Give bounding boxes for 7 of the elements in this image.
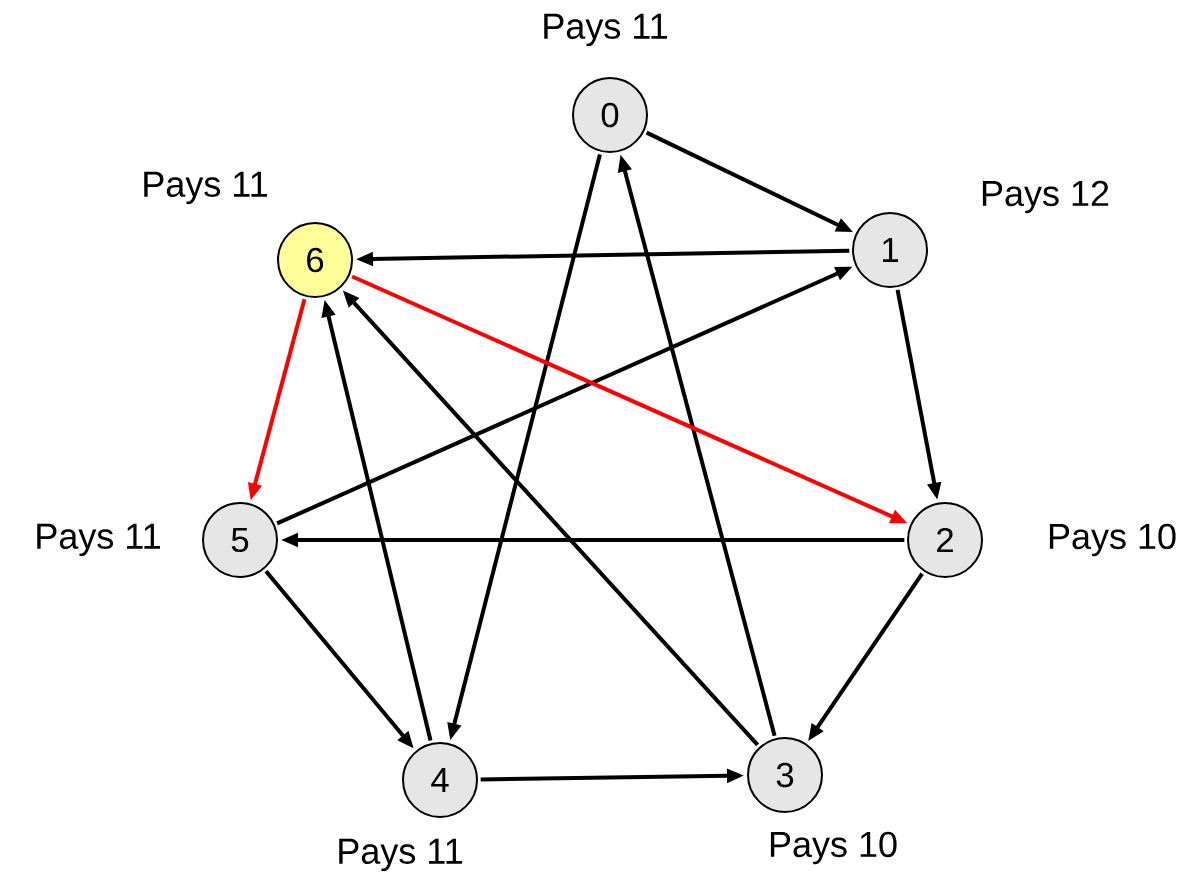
node-label: Pays 10 bbox=[770, 831, 897, 865]
node-label: Pays 11 bbox=[37, 523, 160, 557]
node-label: Pays 12 bbox=[982, 180, 1109, 214]
node-label: Pays 11 bbox=[544, 13, 667, 47]
node-label: Pays 11 bbox=[144, 171, 267, 205]
node-label: Pays 11 bbox=[339, 838, 462, 872]
node-label: Pays 10 bbox=[1049, 523, 1176, 557]
